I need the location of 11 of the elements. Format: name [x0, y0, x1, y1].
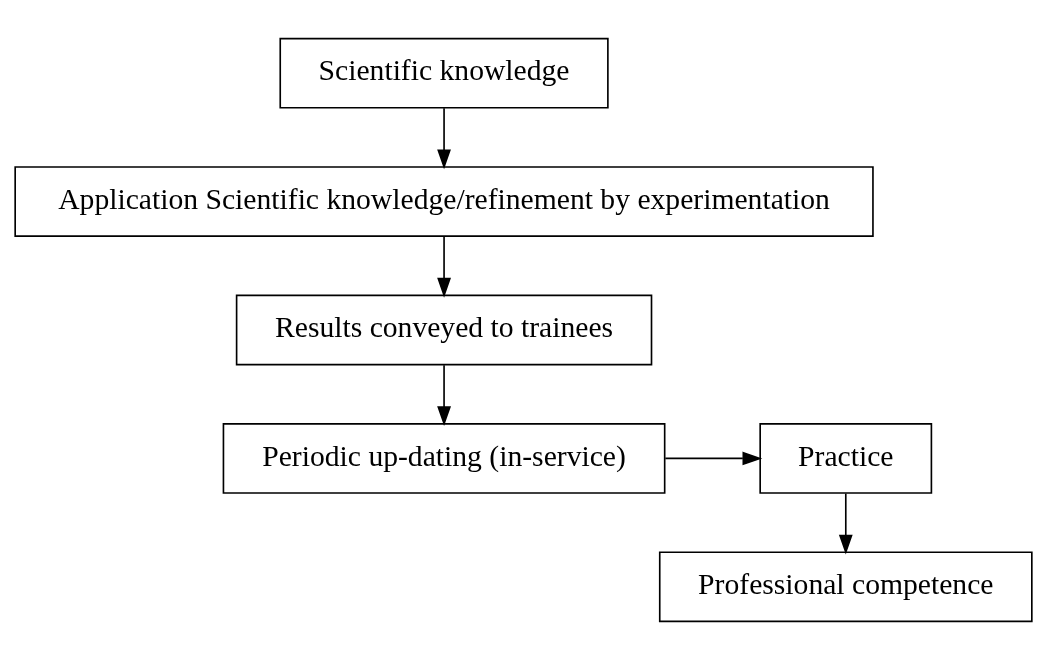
arrow: [437, 235, 451, 298]
arrow: [838, 492, 853, 554]
arrow: [664, 451, 763, 465]
arrow: [437, 363, 451, 426]
node-box: Application Scientific knowledge/refinement by experimentation: [14, 165, 874, 237]
node-box: Practice: [759, 422, 933, 494]
node-box: Results conveyed to trainees: [235, 294, 653, 365]
arrow: [437, 107, 451, 169]
node-box: Scientific knowledge: [279, 37, 609, 109]
node-box: Periodic up-dating (in-service): [222, 422, 666, 494]
node-box: Professional competence: [658, 550, 1033, 622]
